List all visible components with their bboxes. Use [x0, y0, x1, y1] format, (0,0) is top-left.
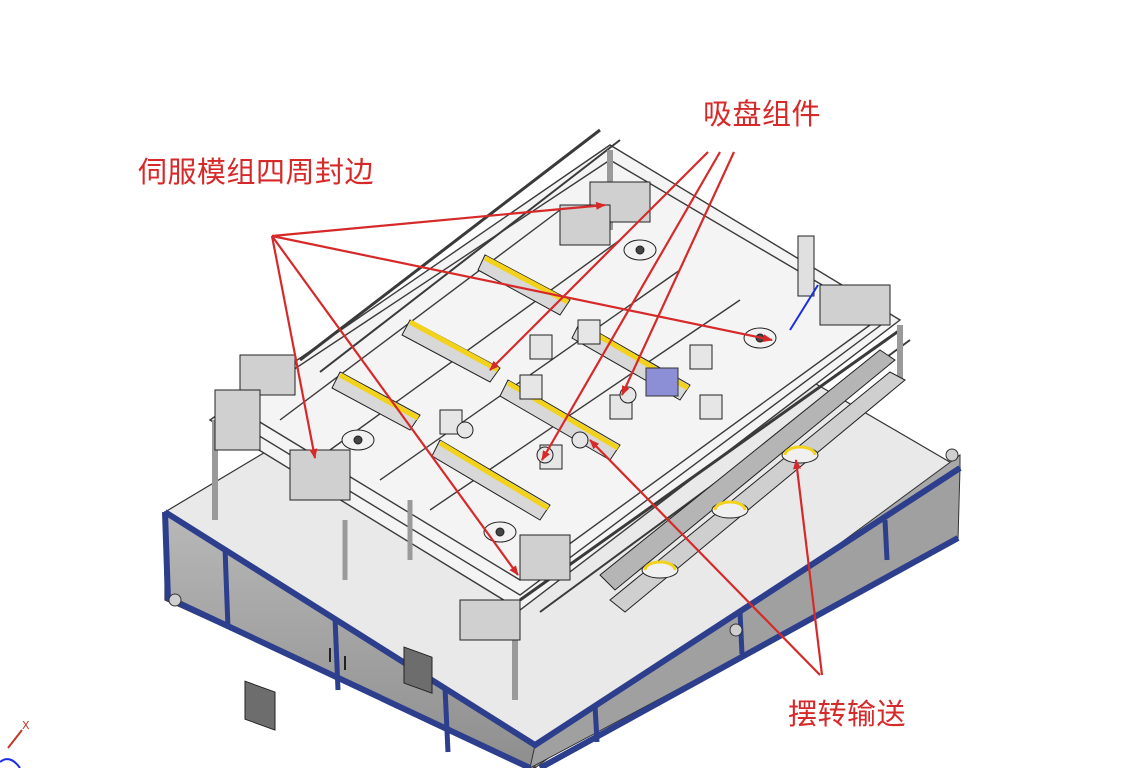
- coordinate-triad-icon: [0, 729, 23, 768]
- x-axis-label: X: [22, 719, 30, 732]
- suction-assembly-label: 吸盘组件: [703, 97, 822, 131]
- servo-modules: [214, 181, 891, 641]
- callout-leaders: [270, 151, 824, 676]
- swing-conveyor: [599, 349, 906, 613]
- servo-edge-sealing-label: 伺服模组四周封边: [138, 155, 375, 189]
- swing-conveyor-label: 摆转输送: [788, 697, 907, 731]
